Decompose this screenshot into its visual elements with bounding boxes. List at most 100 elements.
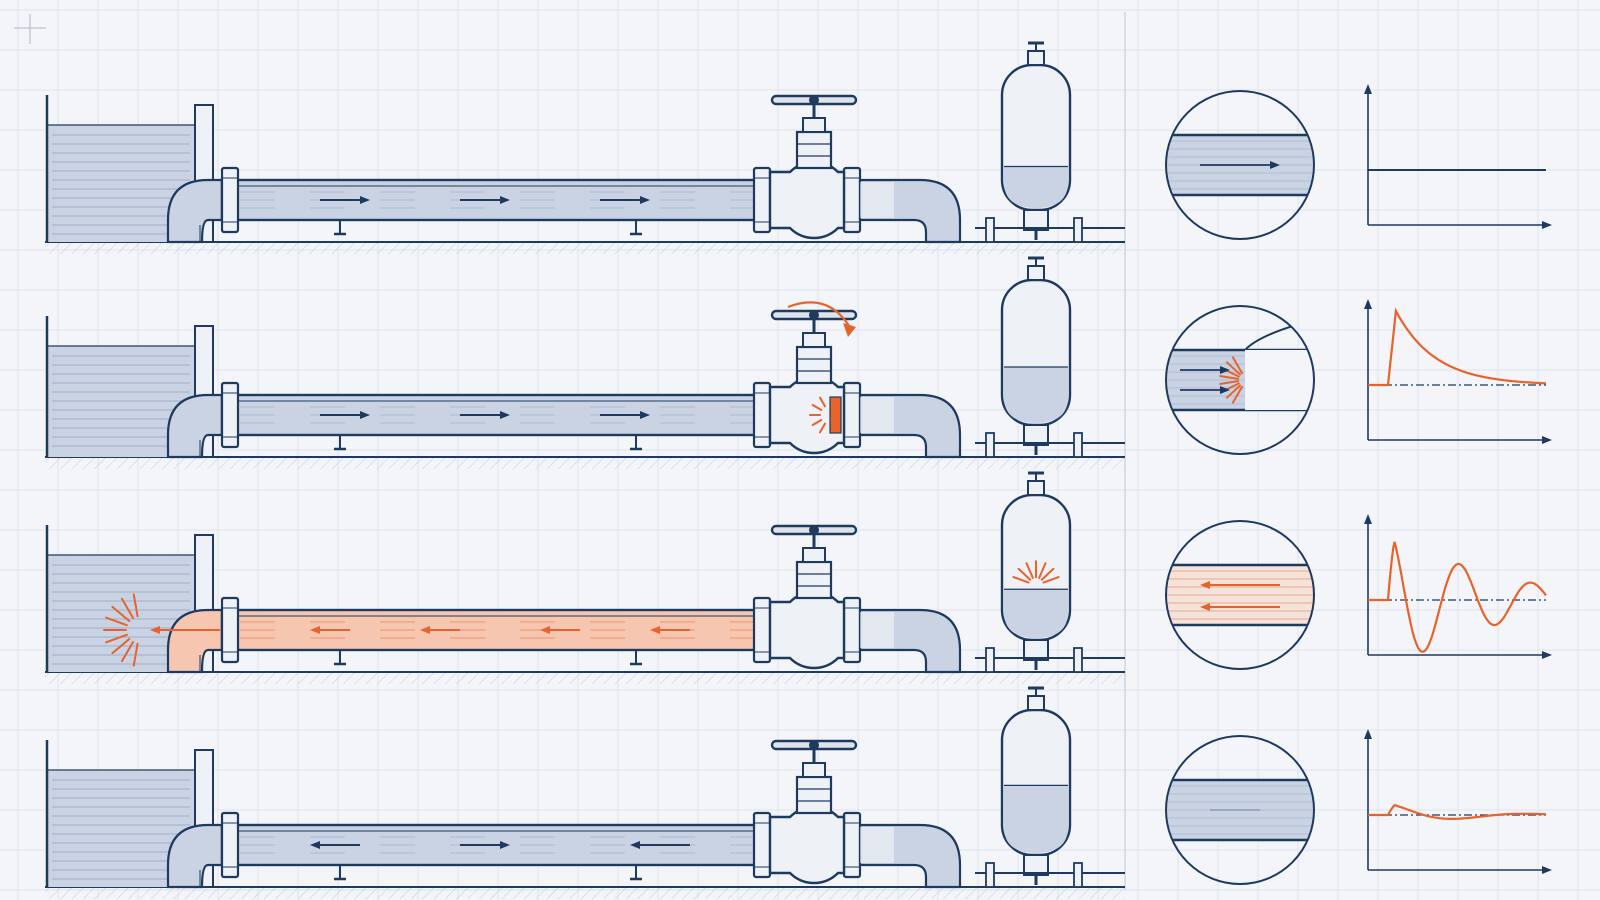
header-flange bbox=[1073, 217, 1083, 243]
vessel-surge-mark bbox=[1025, 562, 1034, 579]
valve-gate-closing bbox=[829, 396, 842, 434]
stage-valve-closing bbox=[45, 256, 1552, 469]
reservoir-impact-mark bbox=[105, 616, 128, 627]
pressure-curve bbox=[1368, 541, 1547, 653]
surge-vessel-water bbox=[1004, 785, 1068, 853]
pipe-flange bbox=[220, 811, 240, 879]
stage-settled bbox=[45, 686, 1552, 899]
detail-impact-mark bbox=[1225, 384, 1242, 399]
outlet-fade bbox=[860, 182, 894, 218]
ground-hatch bbox=[45, 242, 1125, 254]
surge-vessel-water bbox=[1004, 589, 1068, 638]
valve-gland bbox=[802, 762, 826, 778]
flow-arrow-head bbox=[630, 841, 640, 849]
graph-y-arrow bbox=[1364, 299, 1372, 309]
outlet-fade bbox=[860, 612, 894, 648]
valve-rotation-arrow bbox=[787, 301, 853, 332]
graph-y-arrow bbox=[1364, 729, 1372, 739]
stage-reflected-wave bbox=[45, 471, 1552, 684]
valve-hub bbox=[809, 95, 819, 105]
valve-bonnet bbox=[795, 775, 833, 815]
valve-gland bbox=[802, 332, 826, 348]
ground-hatch bbox=[45, 887, 1125, 899]
outlet-fade bbox=[860, 397, 894, 433]
header-flange bbox=[985, 432, 995, 458]
flow-arrow-head bbox=[500, 841, 510, 849]
reservoir-impact-mark bbox=[132, 642, 139, 667]
flow-arrow-head bbox=[1200, 581, 1210, 589]
detail-view bbox=[1166, 319, 1314, 412]
flow-arrow-head bbox=[540, 626, 550, 634]
detail-blocked-area bbox=[1245, 350, 1314, 410]
flow-arrow-head bbox=[1270, 161, 1280, 169]
flow-arrow-head bbox=[640, 196, 650, 204]
stages bbox=[45, 41, 1552, 899]
valve-hub bbox=[809, 310, 819, 320]
valve-impact-mark bbox=[819, 422, 826, 434]
reservoir-impact-mark bbox=[111, 605, 131, 623]
detail-impact-mark bbox=[1219, 380, 1240, 385]
graph-x-arrow bbox=[1542, 221, 1552, 229]
graph-x-arrow bbox=[1542, 436, 1552, 444]
detail-circle bbox=[1165, 90, 1315, 240]
vessel-cap bbox=[1027, 265, 1045, 281]
flow-arrow-head bbox=[1220, 386, 1230, 394]
flow-arrow-head bbox=[360, 411, 370, 419]
detail-impact-mark bbox=[1225, 361, 1242, 376]
vessel-cap bbox=[1027, 480, 1045, 496]
detail-circle bbox=[1165, 735, 1315, 885]
valve-impact-mark bbox=[811, 404, 823, 411]
reservoir-impact-mark bbox=[121, 641, 134, 663]
flow-arrow-head bbox=[310, 626, 320, 634]
detail-view bbox=[1166, 563, 1314, 627]
detail-impact-mark bbox=[1232, 356, 1243, 375]
flow-arrow-head bbox=[150, 626, 160, 634]
graph-y-arrow bbox=[1364, 514, 1372, 524]
valve-body bbox=[768, 160, 846, 240]
header-flange bbox=[985, 862, 995, 888]
flow-arrow-head bbox=[1200, 603, 1210, 611]
pipe-flange bbox=[220, 381, 240, 449]
flow-arrow-head bbox=[420, 626, 430, 634]
header-flange bbox=[985, 217, 995, 243]
flow-arrow-head bbox=[640, 411, 650, 419]
pressure-curve bbox=[1368, 803, 1546, 820]
valve-bonnet bbox=[795, 130, 833, 170]
vessel-surge-mark bbox=[1017, 567, 1032, 581]
valve-impact-mark bbox=[811, 419, 823, 426]
header-flange bbox=[1073, 862, 1083, 888]
graph-y-arrow bbox=[1364, 84, 1372, 94]
pipe-flange bbox=[220, 596, 240, 664]
valve-rotation-arrowhead bbox=[843, 323, 856, 337]
vessel-cap bbox=[1027, 50, 1045, 66]
valve-bonnet bbox=[795, 560, 833, 600]
surge-vessel-water bbox=[1004, 166, 1068, 208]
flow-arrow-head bbox=[310, 841, 320, 849]
flow-arrow-head bbox=[500, 411, 510, 419]
ground-hatch bbox=[45, 457, 1125, 469]
valve-body bbox=[768, 590, 846, 670]
detail-circle bbox=[1165, 305, 1315, 455]
vessel-cap bbox=[1027, 695, 1045, 711]
flow-arrow-head bbox=[500, 196, 510, 204]
vessel-surge-mark bbox=[1040, 567, 1055, 581]
vessel-surge-mark bbox=[1012, 576, 1030, 584]
outlet-fade bbox=[860, 827, 894, 863]
valve-hub bbox=[809, 740, 819, 750]
vessel-surge-mark bbox=[1042, 576, 1060, 584]
valve-body bbox=[768, 805, 846, 885]
reservoir-impact-mark bbox=[121, 597, 134, 619]
reservoir-impact-mark bbox=[105, 633, 128, 644]
valve-hub bbox=[809, 525, 819, 535]
detail-view bbox=[1166, 778, 1314, 842]
vessel-surge-mark bbox=[1038, 562, 1047, 579]
valve-impact-mark bbox=[819, 396, 826, 408]
flow-arrow-head bbox=[650, 626, 660, 634]
pressure-curve bbox=[1368, 307, 1546, 387]
detail-impact-mark bbox=[1219, 375, 1240, 380]
pipe-flange bbox=[220, 166, 240, 234]
detail-circle bbox=[1165, 520, 1315, 670]
graph-x-arrow bbox=[1542, 866, 1552, 874]
detail-view bbox=[1166, 133, 1314, 197]
valve-gland bbox=[802, 117, 826, 133]
